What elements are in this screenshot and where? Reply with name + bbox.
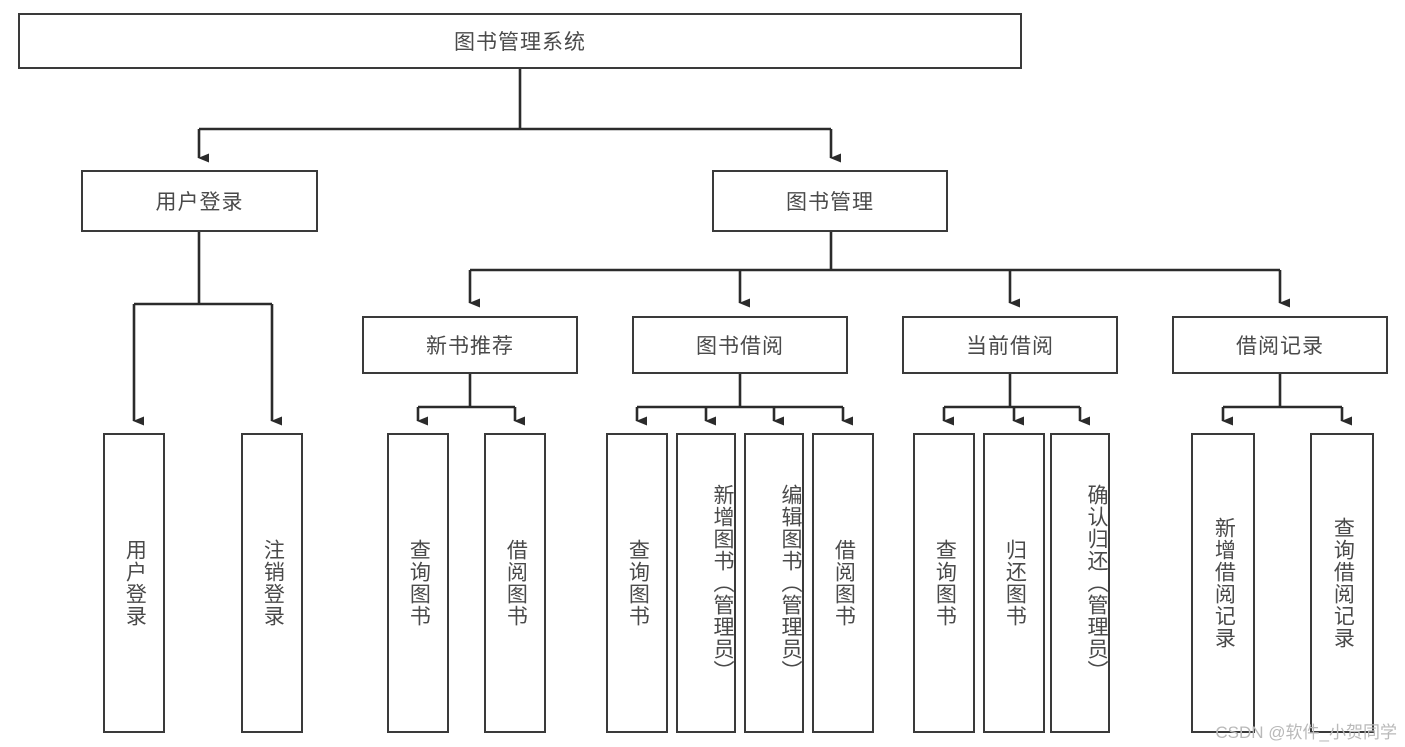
node-new-book-recommend-label: 新书推荐: [426, 335, 514, 358]
leaf-query-book-rec-label: 查询图书: [407, 539, 431, 627]
node-book-management-label: 图书管理: [786, 191, 874, 214]
node-user-login[interactable]: 用户登录: [81, 170, 318, 232]
leaf-return-book-label: 归还图书: [1003, 539, 1027, 627]
leaf-query-book-current[interactable]: 查询图书: [913, 433, 975, 733]
leaf-user-login-label: 用户登录: [123, 539, 147, 627]
leaf-edit-book-admin[interactable]: 编辑图书（管理员）: [744, 433, 804, 733]
node-current-borrow-label: 当前借阅: [966, 335, 1054, 358]
watermark-text: CSDN @软件_小贺同学: [1215, 723, 1397, 742]
leaf-add-borrow-record-label: 新增借阅记录: [1212, 517, 1236, 649]
leaf-add-borrow-record[interactable]: 新增借阅记录: [1191, 433, 1255, 733]
leaf-logout[interactable]: 注销登录: [241, 433, 303, 733]
node-new-book-recommend[interactable]: 新书推荐: [362, 316, 578, 374]
node-current-borrow[interactable]: 当前借阅: [902, 316, 1118, 374]
leaf-logout-label: 注销登录: [261, 539, 285, 627]
leaf-borrow-book-rec-label: 借阅图书: [504, 539, 528, 627]
node-borrow-record[interactable]: 借阅记录: [1172, 316, 1388, 374]
leaf-borrow-book-rec[interactable]: 借阅图书: [484, 433, 546, 733]
leaf-query-borrow-record[interactable]: 查询借阅记录: [1310, 433, 1374, 733]
leaf-query-book-borrow-label: 查询图书: [626, 539, 650, 627]
leaf-borrow-book[interactable]: 借阅图书: [812, 433, 874, 733]
node-book-borrow-label: 图书借阅: [696, 335, 784, 358]
leaf-user-login[interactable]: 用户登录: [103, 433, 165, 733]
leaf-return-book[interactable]: 归还图书: [983, 433, 1045, 733]
leaf-borrow-book-label: 借阅图书: [832, 539, 856, 627]
leaf-query-book-current-label: 查询图书: [933, 539, 957, 627]
node-root-label: 图书管理系统: [454, 31, 586, 54]
leaf-confirm-return-admin-label: 确认归还（管理员）: [1085, 484, 1108, 682]
leaf-add-book-admin[interactable]: 新增图书（管理员）: [676, 433, 736, 733]
leaf-query-book-borrow[interactable]: 查询图书: [606, 433, 668, 733]
leaf-confirm-return-admin[interactable]: 确认归还（管理员）: [1050, 433, 1110, 733]
leaf-edit-book-admin-label: 编辑图书（管理员）: [779, 484, 802, 682]
leaf-query-book-rec[interactable]: 查询图书: [387, 433, 449, 733]
node-borrow-record-label: 借阅记录: [1236, 335, 1324, 358]
leaf-add-book-admin-label: 新增图书（管理员）: [711, 484, 734, 682]
leaf-query-borrow-record-label: 查询借阅记录: [1331, 517, 1355, 649]
node-root[interactable]: 图书管理系统: [18, 13, 1022, 69]
node-book-management[interactable]: 图书管理: [712, 170, 948, 232]
node-book-borrow[interactable]: 图书借阅: [632, 316, 848, 374]
node-user-login-label: 用户登录: [155, 191, 244, 214]
